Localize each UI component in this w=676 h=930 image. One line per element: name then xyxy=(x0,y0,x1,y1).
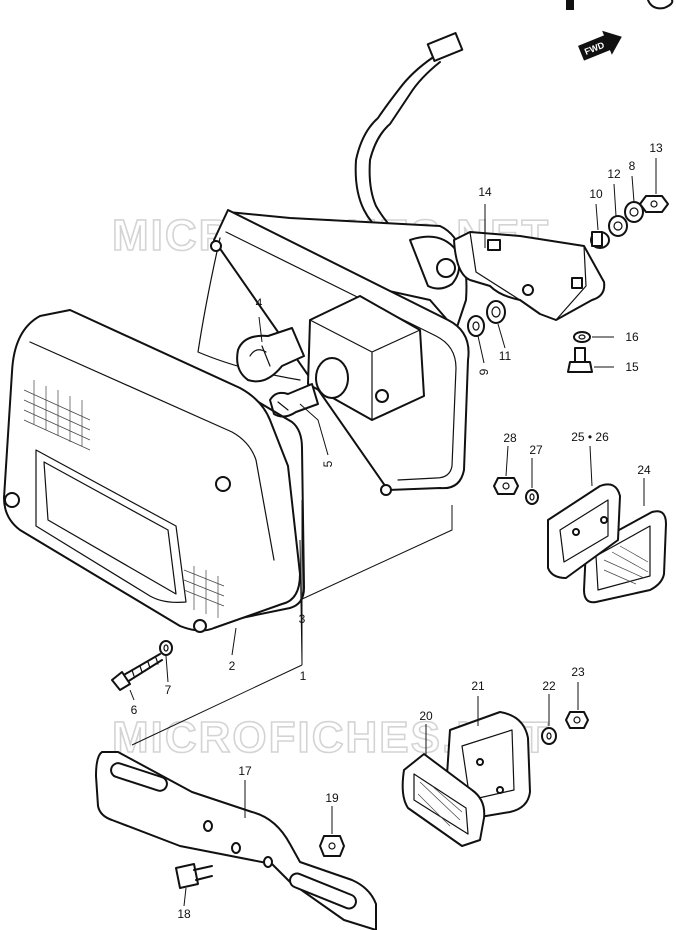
part-label-20: 20 xyxy=(419,709,433,723)
part-label-5: 5 xyxy=(321,460,335,467)
part-label-8: 8 xyxy=(629,159,636,173)
part-label-22: 22 xyxy=(542,679,556,693)
part-labels: 1 2 3 4 5 6 7 8 9 10 11 12 13 14 15 16 1… xyxy=(131,141,663,921)
washer-11 xyxy=(486,300,506,324)
part-label-1: 1 xyxy=(300,669,307,683)
nut-13 xyxy=(639,195,669,213)
nut-28 xyxy=(493,477,519,495)
part-label-14: 14 xyxy=(478,185,492,199)
reflector-20 xyxy=(401,753,486,847)
fwd-arrow-icon: FWD xyxy=(578,30,622,61)
bolt-15 xyxy=(567,347,593,373)
part-label-2: 2 xyxy=(229,659,236,673)
bulb-small xyxy=(269,383,319,418)
washer-7 xyxy=(159,640,173,656)
part-label-25-26: 25 • 26 xyxy=(571,430,609,444)
part-label-19: 19 xyxy=(325,791,339,805)
bulb-large xyxy=(236,327,305,383)
part-label-9: 9 xyxy=(477,368,491,375)
part-label-16: 16 xyxy=(625,330,639,344)
part-label-15: 15 xyxy=(625,360,639,374)
tail-lamp-housing xyxy=(197,209,470,496)
part-label-24: 24 xyxy=(637,463,651,477)
part-label-6: 6 xyxy=(131,703,138,717)
lens-hatch-right xyxy=(183,566,225,618)
nut-23 xyxy=(565,711,589,729)
washer-9 xyxy=(467,315,485,337)
part-label-12: 12 xyxy=(607,167,621,181)
part-label-17: 17 xyxy=(238,764,252,778)
spacer-10 xyxy=(590,231,610,249)
part-label-7: 7 xyxy=(165,683,172,697)
part-label-28: 28 xyxy=(503,431,517,445)
washer-16 xyxy=(573,331,591,343)
reflector-bracket-25-26 xyxy=(547,483,621,579)
part-label-11: 11 xyxy=(499,349,512,363)
top-edge-fragment xyxy=(566,0,674,10)
part-label-18: 18 xyxy=(177,907,191,921)
bolt-18 xyxy=(175,863,213,889)
tail-lamp-lens xyxy=(3,309,301,633)
washer-22 xyxy=(541,727,557,745)
reflector-24 xyxy=(583,510,667,604)
part-label-27: 27 xyxy=(529,443,543,457)
part-label-21: 21 xyxy=(471,679,485,693)
screw-6 xyxy=(111,653,163,691)
license-bracket-17 xyxy=(95,751,377,930)
lens-hatch-left xyxy=(23,380,91,451)
leader-lines xyxy=(129,158,657,907)
nut-19 xyxy=(319,835,345,857)
lens-gasket xyxy=(59,311,305,623)
washer-27 xyxy=(525,489,539,505)
part-label-3: 3 xyxy=(299,612,306,626)
washer-12 xyxy=(608,215,628,237)
part-label-13: 13 xyxy=(649,141,663,155)
part-label-10: 10 xyxy=(589,187,603,201)
mounting-bracket xyxy=(453,231,606,321)
wiring-harness xyxy=(354,32,464,237)
part-label-23: 23 xyxy=(571,665,585,679)
part-label-4: 4 xyxy=(256,296,263,310)
